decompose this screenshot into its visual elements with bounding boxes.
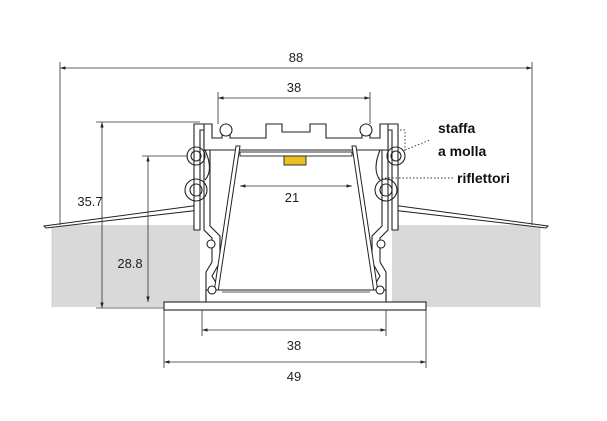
dim-total-height: 35.7 [77,194,102,209]
bottom-channel [205,289,387,303]
spring-wing-left [42,204,201,229]
led-chip [283,155,307,166]
base-flange [163,301,427,311]
reflector-left [213,145,241,293]
dim-overall-width: 88 [289,50,303,65]
dim-top-channel-width: 38 [287,80,301,95]
dim-base-width: 49 [287,369,301,384]
dim-bottom-channel-width: 38 [287,338,301,353]
label-spring-line2: a molla [438,143,486,159]
led-board [239,151,353,157]
spring-clip-right [374,146,406,202]
label-spring-line1: staffa [438,120,476,136]
dim-inner-opening: 21 [285,190,299,205]
reflector-right [351,145,379,293]
ceiling-right-block [392,225,540,307]
profile-outer-left [193,123,221,303]
ceiling-left-block [52,225,200,307]
label-reflectors: riflettori [457,170,510,186]
dim-recess-depth: 28.8 [117,256,142,271]
profile-outer-right [371,123,399,303]
spring-wing-right [391,204,550,229]
